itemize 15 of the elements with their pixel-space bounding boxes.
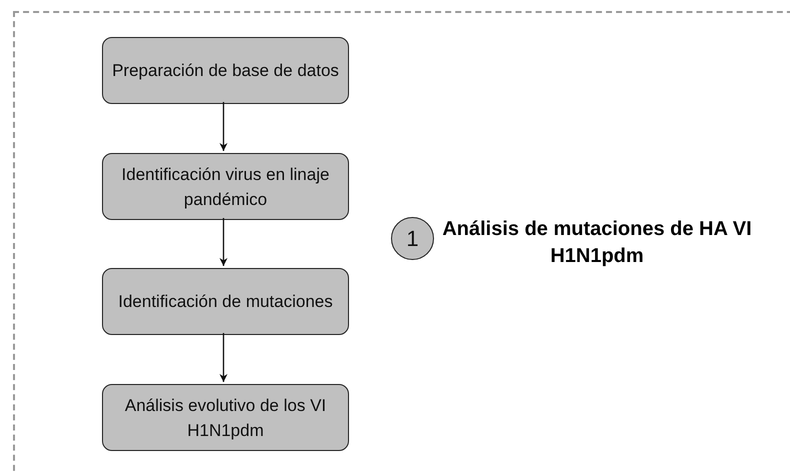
section-title: Análisis de mutaciones de HA VI H1N1pdm	[442, 217, 752, 269]
process-label: Identificación virus en linaje pandémico	[120, 164, 330, 210]
process-box	[102, 268, 349, 335]
process-label: Análisis evolutivo de los VI H1N1pdm	[124, 394, 328, 442]
process-box	[102, 153, 349, 220]
arrow	[220, 102, 228, 151]
arrow	[220, 218, 228, 266]
process-box	[102, 37, 349, 104]
step-number-circle	[391, 217, 434, 260]
process-label: Identificación de mutaciones	[118, 291, 333, 313]
process-box	[102, 384, 349, 451]
step-number: 1	[406, 226, 419, 252]
process-label: Preparación de base de datos	[112, 60, 339, 82]
arrow	[220, 333, 228, 382]
dashed-group-frame	[13, 11, 790, 473]
